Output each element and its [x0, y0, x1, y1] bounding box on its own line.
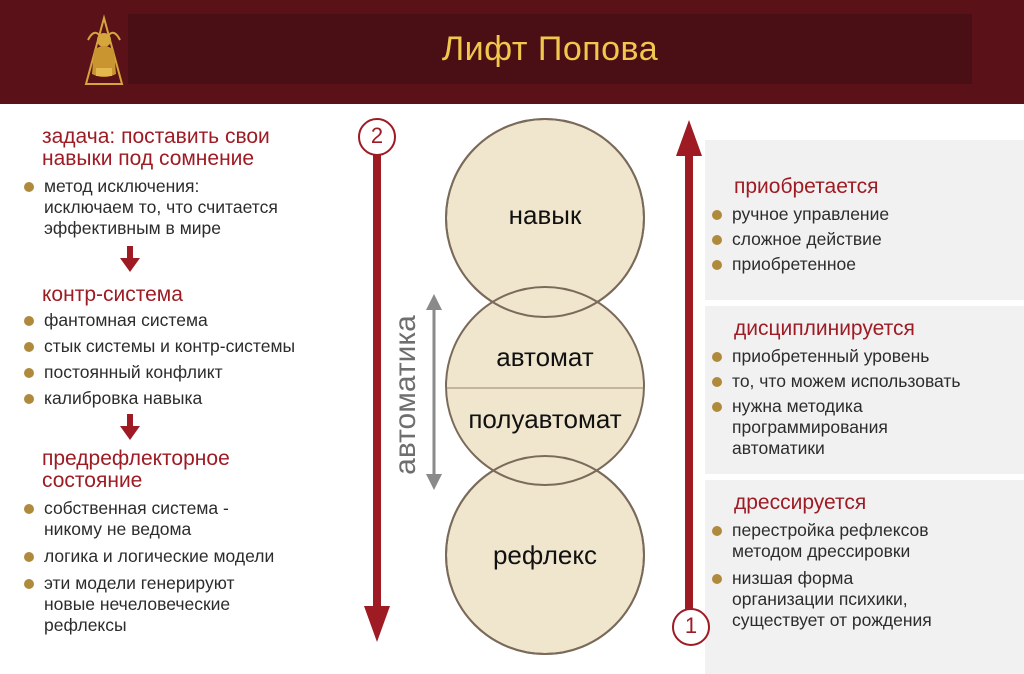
list-item: то, что можем использовать — [710, 371, 1010, 392]
right-panel-top — [705, 140, 1024, 300]
left-list-task: метод исключения: исключаем то, что счит… — [22, 176, 352, 239]
list-item: логика и логические модели — [22, 546, 362, 567]
list-item: низшая форма организации психики, сущест… — [710, 568, 1010, 631]
header-bar: Лифт Попова — [0, 0, 1024, 104]
list-item: метод исключения: исключаем то, что счит… — [22, 176, 352, 239]
number-badge-2: 2 — [358, 118, 396, 156]
list-item: собственная система - никому не ведома — [22, 498, 362, 540]
up-arrow-shaft — [685, 150, 693, 612]
circle-reflex-outline — [445, 455, 645, 655]
right-panel-bottom — [705, 480, 1024, 674]
automation-side-label: автоматика — [389, 315, 422, 475]
circle-automaton — [445, 286, 645, 486]
page-title: Лифт Попова — [441, 30, 659, 68]
circle-label-automaton: автомат — [496, 342, 594, 372]
right-heading-disciplined: дисциплинируется — [734, 317, 915, 340]
list-item: нужна методика программирования автомати… — [710, 396, 1010, 459]
automation-up-arrow-icon — [426, 294, 442, 310]
list-item: приобретенное — [710, 254, 1010, 275]
list-item: постоянный конфликт — [22, 362, 362, 383]
right-section-trained: дрессируется перестройка рефлексов метод… — [710, 492, 1010, 631]
circle-label-skill: навык — [508, 200, 582, 230]
header-title-band — [128, 14, 972, 84]
left-list-prereflex: собственная система - никому не ведома л… — [22, 498, 362, 636]
number-badge-1: 1 — [672, 608, 710, 646]
list-item: приобретенный уровень — [710, 346, 1010, 367]
left-section-task: задача: поставить свои навыки под сомнен… — [42, 126, 372, 170]
golden-monk-emblem-icon — [84, 14, 124, 85]
right-section-disciplined: дисциплинируется приобретенный уровень т… — [710, 318, 1010, 459]
down-arrow-icon — [120, 246, 140, 272]
list-item: фантомная система — [22, 310, 362, 331]
right-heading-trained: дрессируется — [734, 491, 867, 514]
right-list-acquired: ручное управление сложное действие приоб… — [710, 204, 1010, 275]
right-list-trained: перестройка рефлексов методом дрессировк… — [710, 520, 1010, 631]
right-panel-middle — [705, 306, 1024, 474]
circle-skill-outline — [445, 118, 645, 318]
left-list-counter-system: фантомная система стык системы и контр-с… — [22, 310, 362, 409]
right-list-disciplined: приобретенный уровень то, что можем испо… — [710, 346, 1010, 459]
down-arrow-head-icon — [364, 606, 390, 642]
automation-down-arrow-icon — [426, 474, 442, 490]
circle-label-reflex: рефлекс — [492, 540, 598, 570]
left-heading-counter-system: контр-система — [42, 283, 183, 306]
up-arrow-head-icon — [676, 120, 702, 156]
list-item: калибровка навыка — [22, 388, 362, 409]
right-heading-acquired: приобретается — [734, 175, 879, 198]
down-arrow-icon — [120, 414, 140, 440]
list-item: стык системы и контр-системы — [22, 336, 362, 357]
right-section-acquired: приобретается ручное управление сложное … — [710, 176, 1010, 275]
down-arrow-shaft — [373, 142, 381, 612]
left-heading-prereflex: предрефлекторное состояние — [42, 447, 230, 492]
list-item: ручное управление — [710, 204, 1010, 225]
circle-label-semiautomaton: полуавтомат — [468, 404, 622, 434]
list-item: эти модели генерируют новые нечеловеческ… — [22, 573, 362, 636]
left-heading-task: задача: поставить свои навыки под сомнен… — [42, 125, 270, 170]
list-item: перестройка рефлексов методом дрессировк… — [710, 520, 1010, 562]
list-item: сложное действие — [710, 229, 1010, 250]
